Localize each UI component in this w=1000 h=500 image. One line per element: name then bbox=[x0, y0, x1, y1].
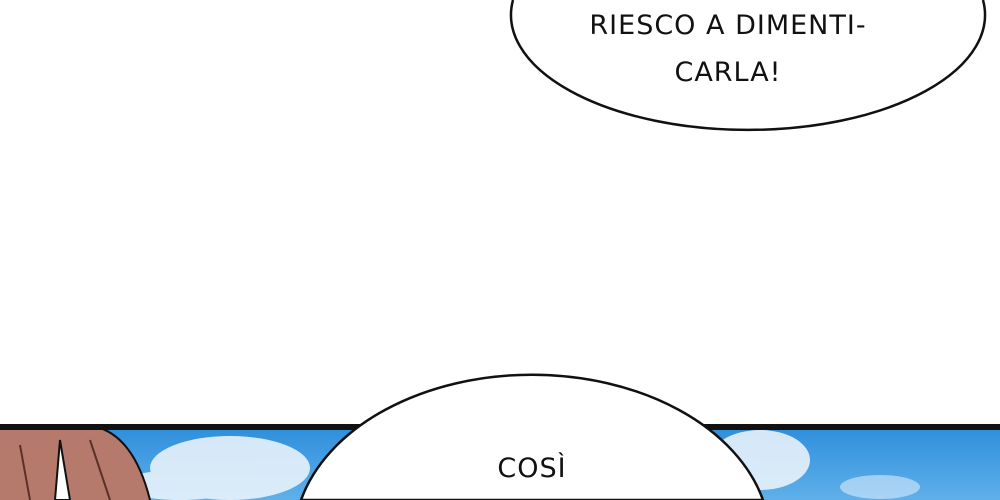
character-hair bbox=[0, 427, 151, 500]
speech-bubble-bottom bbox=[299, 373, 765, 500]
speech-bubble-top bbox=[509, 0, 987, 132]
top-bubble-line-1: RIESCO A DIMENTI- bbox=[589, 10, 867, 41]
top-bubble-text: RIESCO A DIMENTI- CARLA! bbox=[548, 2, 908, 96]
clouds bbox=[120, 430, 920, 500]
top-bubble-line-2: CARLA! bbox=[674, 57, 782, 88]
bottom-bubble-text: COSÌ bbox=[497, 453, 567, 484]
